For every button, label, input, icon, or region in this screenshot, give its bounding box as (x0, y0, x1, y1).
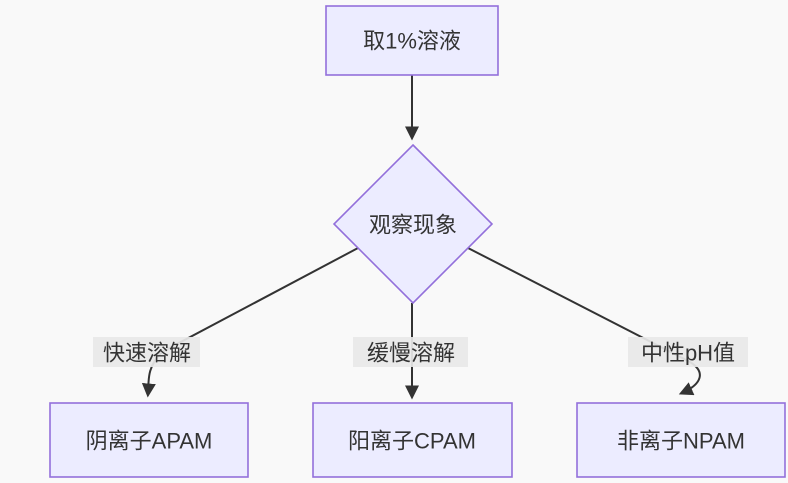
edge-label-fast-bg (93, 337, 200, 367)
node-apam: 阴离子APAM (49, 402, 249, 478)
edge-label-neutral-bg (628, 337, 748, 367)
edge-label-fast-text: 快速溶解 (103, 341, 191, 366)
node-start-label: 取1%溶液 (363, 29, 461, 54)
edge-label-slow-bg (353, 337, 468, 367)
node-apam-label: 阴离子APAM (86, 429, 213, 454)
node-apam-box (49, 402, 249, 478)
edge-label-fast: 快速溶解 (93, 337, 200, 367)
edge-label-slow-text: 缓慢溶解 (367, 341, 455, 366)
node-start: 取1%溶液 (325, 5, 499, 76)
edge-label-neutral: 中性pH值 (628, 337, 748, 367)
node-npam: 非离子NPAM (576, 402, 786, 478)
node-cpam-label: 阳离子CPAM (348, 429, 476, 454)
edge-label-slow: 缓慢溶解 (353, 337, 468, 367)
node-decision-label: 观察现象 (369, 213, 457, 238)
node-start-box (325, 5, 499, 76)
node-decision-diamond (332, 143, 494, 305)
edge-decision-to-npam (467, 247, 701, 396)
node-decision: 观察现象 (332, 143, 494, 305)
edge-decision-to-apam (141, 247, 359, 398)
node-cpam: 阳离子CPAM (312, 402, 513, 478)
node-npam-label: 非离子NPAM (617, 429, 745, 454)
node-cpam-box (312, 402, 513, 478)
node-npam-box (576, 402, 786, 478)
edge-label-neutral-text: 中性pH值 (641, 341, 735, 366)
